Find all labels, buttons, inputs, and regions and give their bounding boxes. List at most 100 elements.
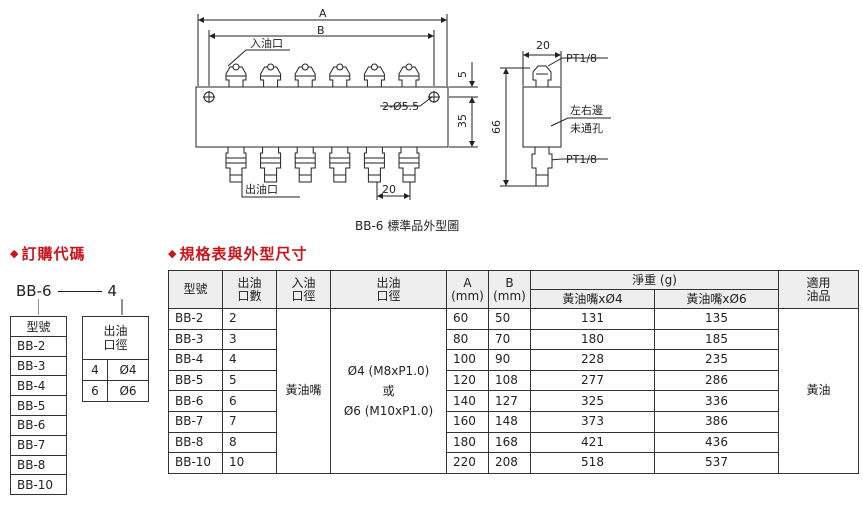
outlet-spec-line: Ø4 (M8xP1.0) — [347, 363, 430, 378]
order-code-title: ◆訂購代碼 — [10, 245, 86, 263]
grease-nipple-icon — [363, 66, 385, 88]
cell-model: BB-4 — [168, 349, 223, 371]
col-weight-4: 黃油嘴xØ4 — [530, 289, 655, 309]
col-b: B(mm) — [488, 270, 531, 309]
drawing-caption: BB-6 標準品外型圖 — [355, 219, 460, 233]
cell-inlet: 黃油嘴 — [276, 308, 331, 474]
col-a: A(mm) — [446, 270, 489, 309]
order-outlet-diameter: 出油口徑 4 Ø4 6 Ø6 — [82, 316, 149, 402]
cell-count: 2 — [222, 308, 277, 330]
diamond-icon: ◆ — [10, 247, 20, 260]
manifold-body — [195, 86, 449, 148]
model-list-item: BB-2 — [10, 335, 67, 357]
col-count: 出油口數 — [222, 270, 277, 309]
cell-count: 7 — [222, 410, 277, 433]
technical-drawing: A B 入油口 出油口 2-Ø5.5 20 20 PT1/8 PT1/8 左右邊… — [195, 7, 611, 200]
cell-w6: 286 — [653, 369, 780, 392]
cell-b: 127 — [488, 390, 531, 412]
model-list-item: BB-8 — [10, 454, 67, 476]
cell-b: 70 — [488, 328, 531, 351]
outlet-fitting-icon — [398, 146, 420, 183]
dim-a-label: A — [319, 7, 327, 20]
dim-5-label: 5 — [456, 71, 469, 78]
code-prefix: BB-6 — [16, 282, 52, 300]
grease-nipple-icon — [260, 66, 282, 88]
order-model-list: 型號 BB-2 BB-3 BB-4 BB-5 BB-6 BB-7 BB-8 BB… — [10, 316, 67, 496]
cell-outlet: Ø4 (M8xP1.0) 或 Ø6 (M10xP1.0) — [330, 308, 447, 474]
outlet-fitting-icon — [363, 146, 385, 183]
col-outlet: 出油口徑 — [330, 270, 447, 309]
model-list-item: BB-10 — [10, 474, 67, 496]
cell-b: 208 — [488, 452, 531, 474]
holes-label: 2-Ø5.5 — [382, 100, 419, 113]
cell-w4: 421 — [530, 431, 655, 454]
order-code-example: BB-6 4 — [16, 282, 117, 300]
pt-bottom-label: PT1/8 — [566, 153, 597, 166]
outlet-label: 出油口 — [245, 182, 278, 196]
grease-nipple-icon — [294, 66, 316, 88]
outlet-value: Ø4 — [107, 359, 149, 381]
col-model: 型號 — [168, 270, 223, 309]
grease-nipple-icon — [225, 66, 247, 88]
cell-model: BB-8 — [168, 431, 223, 454]
cell-count: 3 — [222, 328, 277, 351]
outlet-spec-line: 或 — [382, 383, 395, 398]
cell-count: 10 — [222, 452, 277, 474]
cell-a: 220 — [446, 452, 489, 474]
cell-count: 6 — [222, 390, 277, 412]
cell-model: BB-2 — [168, 308, 223, 330]
outlet-diameter-header: 出油口徑 — [82, 316, 149, 360]
cell-w6: 537 — [653, 452, 780, 474]
col-weight: 淨重 (g) — [529, 270, 780, 290]
cell-a: 80 — [446, 328, 489, 351]
cell-oil: 黃油 — [778, 308, 860, 474]
cell-w6: 185 — [653, 328, 780, 351]
cell-w4: 180 — [530, 328, 655, 351]
cell-w6: 386 — [653, 410, 780, 433]
cell-w4: 131 — [530, 308, 655, 330]
cell-w6: 336 — [653, 390, 780, 412]
cell-w4: 325 — [530, 390, 655, 412]
cell-a: 100 — [446, 349, 489, 371]
model-list-item: BB-6 — [10, 414, 67, 436]
cell-model: BB-10 — [168, 452, 223, 474]
cell-count: 8 — [222, 431, 277, 454]
cell-b: 90 — [488, 349, 531, 371]
model-list-item: BB-4 — [10, 375, 67, 397]
cell-a: 60 — [446, 308, 489, 330]
outlet-spec-line: Ø6 (M10xP1.0) — [343, 403, 434, 418]
model-list-header: 型號 — [10, 316, 67, 337]
col-inlet: 入油口徑 — [276, 270, 331, 309]
spec-table: 型號 出油口數 入油口徑 出油口徑 A(mm) B(mm) 淨重 (g) 適用油… — [168, 270, 860, 474]
outlet-fitting-icon — [294, 146, 316, 183]
cell-model: BB-5 — [168, 369, 223, 392]
outlet-fitting-icon — [329, 146, 351, 183]
cell-b: 168 — [488, 431, 531, 454]
side-note-2: 未通孔 — [570, 122, 603, 135]
col-weight-6: 黃油嘴xØ6 — [653, 289, 780, 309]
cell-a: 160 — [446, 410, 489, 433]
outlet-fitting-icon — [260, 146, 282, 183]
cell-count: 4 — [222, 349, 277, 371]
cell-a: 120 — [446, 369, 489, 392]
cell-a: 180 — [446, 431, 489, 454]
cell-model: BB-7 — [168, 410, 223, 433]
model-list-item: BB-7 — [10, 434, 67, 456]
cell-model: BB-3 — [168, 328, 223, 351]
dim-35-label: 35 — [456, 114, 469, 128]
grease-nipple-icon — [329, 66, 351, 88]
dim-20-bottom-label: 20 — [382, 183, 396, 196]
dim-66-label: 66 — [490, 120, 503, 134]
inlet-nipples — [225, 63, 420, 88]
model-list-item: BB-5 — [10, 395, 67, 416]
cell-w6: 135 — [653, 308, 780, 330]
pt-top-label: PT1/8 — [566, 52, 597, 65]
outlet-fitting-icon — [225, 146, 247, 183]
side-fittings — [531, 65, 553, 187]
code-suffix: 4 — [107, 282, 118, 300]
